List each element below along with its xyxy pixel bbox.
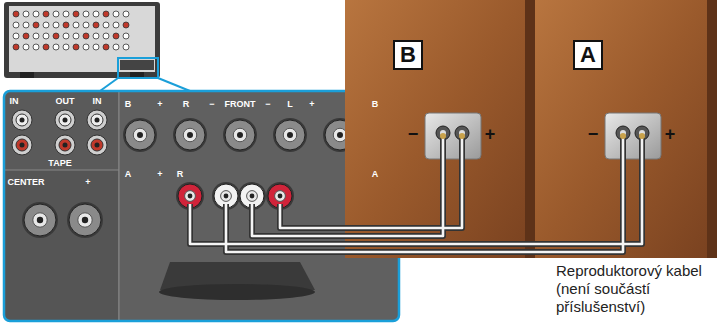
zoom-callout — [100, 58, 190, 91]
panel-label: + — [85, 178, 90, 187]
panel-label: − — [209, 100, 214, 109]
cable-note: Reproduktorový kabel (není součástí přís… — [556, 262, 718, 316]
wire-tip — [440, 133, 446, 139]
panel-label: R — [183, 100, 190, 109]
speaker-wire — [280, 138, 462, 228]
panel-label: IN — [93, 97, 102, 106]
panel-label: B — [125, 100, 132, 109]
panel-label: FRONT — [225, 100, 256, 109]
speaker-letter: B — [400, 44, 416, 66]
speaker-wire-core — [190, 138, 642, 244]
panel-label: A — [125, 170, 132, 179]
panel-label: + — [157, 170, 162, 179]
receiver-thumbnail — [4, 2, 160, 78]
wire-tip — [639, 133, 645, 139]
panel-label: R — [177, 170, 184, 179]
speaker-wire-core — [280, 138, 462, 228]
polarity-sign: + — [485, 125, 496, 143]
speaker-wire — [190, 138, 642, 244]
speaker-letter-box: B — [393, 40, 423, 70]
speaker-wire-core — [226, 138, 623, 252]
panel-label: L — [287, 100, 293, 109]
panel-label: − — [265, 100, 270, 109]
rear-panel-closeup — [4, 91, 399, 321]
panel-label: OUT — [56, 97, 75, 106]
panel-label: B — [372, 100, 379, 109]
wire-tip — [620, 133, 626, 139]
panel-label: TAPE — [48, 159, 71, 168]
panel-label: + — [157, 100, 162, 109]
polarity-sign: − — [408, 125, 419, 143]
panel-label: CENTER — [7, 178, 44, 187]
wire-tip — [459, 133, 465, 139]
speaker-wire — [226, 138, 623, 252]
polarity-sign: − — [588, 125, 599, 143]
panel-label: + — [309, 100, 314, 109]
inset-frame — [4, 91, 399, 321]
panel-label: IN — [10, 97, 19, 106]
polarity-sign: + — [665, 125, 676, 143]
speaker-letter: A — [580, 44, 596, 66]
panel-label: A — [372, 170, 379, 179]
speaker-letter-box: A — [573, 40, 603, 70]
